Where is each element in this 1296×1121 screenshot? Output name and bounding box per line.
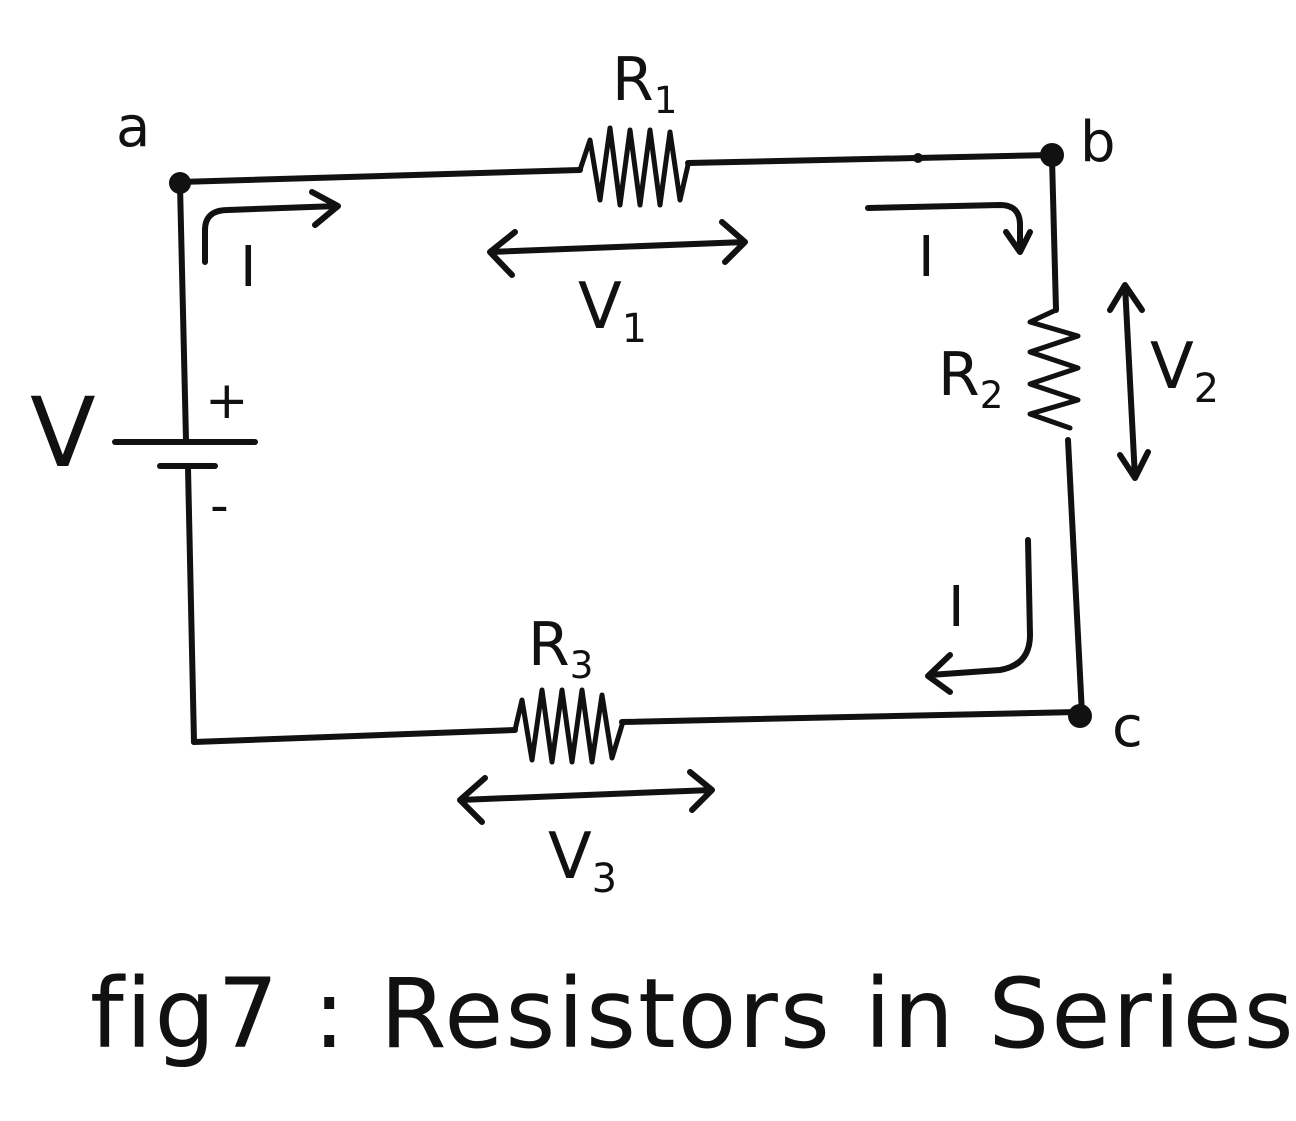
voltage-v2-label: V2: [1150, 335, 1219, 410]
wire-left-lower: [185, 465, 197, 745]
resistor-r3-label: R3: [528, 615, 593, 684]
current-label-top-right: I: [918, 225, 935, 290]
wire-top-left: [177, 167, 583, 185]
resistor-r3-symbol: [512, 687, 625, 765]
wire-bottom-left: [191, 727, 518, 745]
resistor-r1-name: R: [612, 45, 654, 115]
voltage-v3-subscript: 3: [591, 855, 618, 902]
resistor-r1-subscript: 1: [653, 78, 678, 123]
resistor-r3-name: R: [528, 610, 570, 680]
voltage-arrow-v3: [457, 769, 715, 825]
resistor-r2-symbol: [1027, 307, 1081, 431]
node-b-dot: [1040, 143, 1064, 167]
current-arrow-top-left: [202, 189, 341, 265]
wire-right-upper: [1049, 155, 1059, 313]
voltage-v2-subscript: 2: [1193, 365, 1220, 412]
wire-bottom-right: [619, 709, 1081, 725]
resistor-r1-symbol: [577, 125, 691, 208]
resistor-r1-label: R1: [612, 50, 677, 119]
resistor-r2-label: R2: [938, 345, 1003, 414]
voltage-v3-name: V: [548, 820, 592, 894]
current-label-bottom-right: I: [948, 575, 965, 640]
battery-minus-sign: -: [210, 476, 229, 536]
voltage-v1-name: V: [578, 270, 622, 344]
node-a-label: a: [116, 95, 151, 160]
node-b-label: b: [1080, 110, 1116, 175]
node-a-dot: [169, 172, 191, 194]
battery-plus-sign: +: [205, 371, 249, 431]
wire-top-right: [685, 152, 1055, 166]
voltage-v1-subscript: 1: [621, 305, 648, 352]
source-voltage-label: V: [30, 377, 96, 489]
resistor-r2-name: R: [938, 340, 980, 410]
current-arrow-bottom-right: [925, 537, 1033, 695]
wire-junction-dot: [913, 153, 923, 163]
voltage-v2-name: V: [1150, 330, 1194, 404]
voltage-arrow-v1: [487, 219, 748, 278]
voltage-arrow-v2: [1107, 282, 1151, 481]
circuit-drawing: [112, 125, 1151, 825]
node-c-label: c: [1112, 695, 1143, 760]
resistor-r2-subscript: 2: [979, 373, 1004, 418]
node-c-dot: [1068, 704, 1092, 728]
wire-left-upper: [177, 182, 189, 443]
current-label-top-left: I: [240, 235, 257, 300]
wire-right-lower: [1065, 437, 1085, 717]
voltage-v3-label: V3: [548, 825, 617, 900]
current-arrow-top-right: [865, 202, 1033, 255]
figure-caption: fig7 : Resistors in Series: [90, 958, 1296, 1070]
resistor-r3-subscript: 3: [569, 643, 594, 688]
resistors-in-series-diagram: a b c R1 R2 R3 V1 V2 V3 V + - I I I fig7…: [30, 50, 1294, 1070]
voltage-v1-label: V1: [578, 275, 647, 350]
